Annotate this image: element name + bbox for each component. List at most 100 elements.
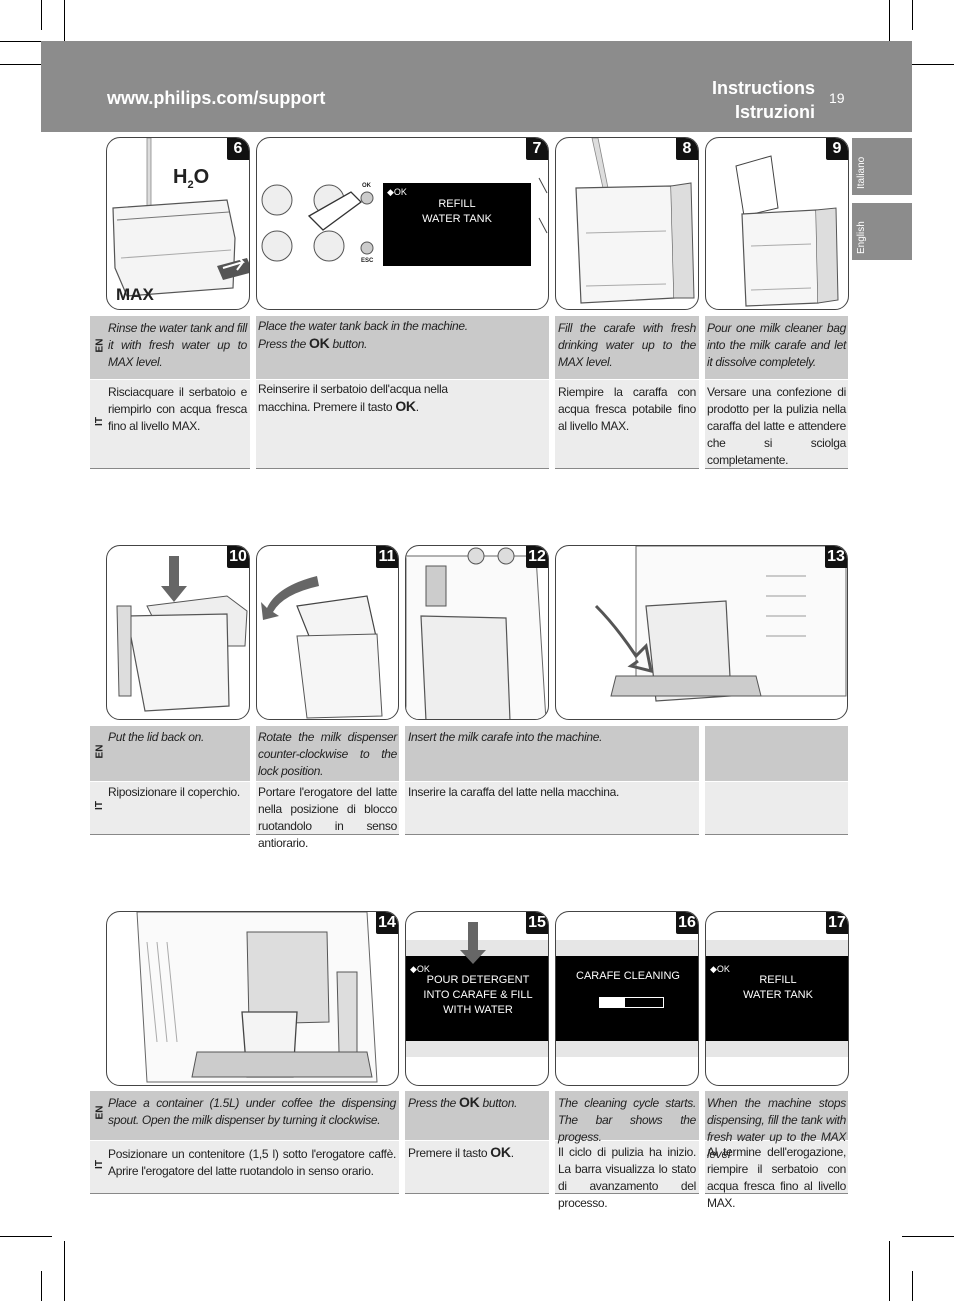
language-tab-italiano[interactable]: Italiano [852,138,912,195]
screen-line: WATER TANK [422,213,492,225]
step-6-illustration: H2O MAX 6 [106,137,250,310]
screen-bezel-bottom [706,1041,848,1057]
step-number: 15 [526,912,548,934]
instruction-it-10: Riposizionare il coperchio. [108,785,240,799]
instruction-text: . [415,400,419,414]
instruction-text: . [510,1146,514,1160]
crop-mark [912,0,913,30]
step-number: 11 [376,546,398,568]
it-band [555,380,699,469]
language-tab-label: Italiano [856,156,867,189]
title-it: Istruzioni [735,102,815,122]
lang-label-it: IT [93,417,105,426]
crop-mark [41,0,42,30]
step-10-illustration: 10 [106,545,250,720]
it-band [705,1141,848,1194]
en-band: EN [90,1091,399,1140]
crop-mark [902,64,954,65]
instruction-it-15: Premere il tasto OK. [408,1144,546,1162]
ok-button-label: OK [362,183,371,189]
esc-button-label: ESC [361,258,374,264]
en-band [256,726,399,781]
crop-mark [0,1236,52,1237]
step-number: 16 [676,912,698,934]
step-13-illustration: 13 [555,545,848,720]
instruction-en-14: Place a container (1.5L) under coffee th… [108,1096,396,1127]
it-band [555,1141,699,1194]
instruction-it-8: Riempire la caraffa con acqua fresca pot… [558,385,696,433]
display-screen: ◆OK POUR DETERGENT INTO CARAFE & FILL WI… [406,956,548,1041]
screen-line: WITH WATER [443,1004,513,1016]
step-9-illustration: 9 [705,137,849,310]
crop-mark [0,64,52,65]
it-band [705,782,848,835]
it-band [405,782,699,835]
page-number: 19 [829,90,845,106]
instruction-it-14: Posizionare un contenitore (1,5 l) sotto… [108,1147,396,1178]
screen-line: CARAFE CLEANING [576,970,680,982]
container-under-spout-drawing [136,912,378,1083]
screen-bezel-bottom [556,1041,698,1057]
down-arrow-icon [460,922,486,964]
language-tab-english[interactable]: English [852,203,912,260]
en-band: EN [90,726,250,781]
crop-mark [64,0,65,60]
lang-label-it: IT [93,801,105,810]
water-tank-drawing [112,138,249,297]
step-16-illustration: CARAFE CLEANING 16 [555,911,699,1086]
display-screen: ◆OK REFILL WATER TANK [706,956,848,1041]
screen-ok-indicator: ◆OK [387,187,407,197]
en-band: EN [90,316,250,379]
screen-line: POUR DETERGENT [426,974,530,986]
progress-bar [599,997,664,1008]
step-14-illustration: 14 [106,911,399,1086]
screen-bezel-top [706,940,848,956]
instruction-it-17: Al termine dell'erogazione, riempire il … [707,1145,846,1210]
h2o-o: O [193,166,210,188]
instruction-en-11: Rotate the milk dispenser counter-clockw… [258,730,397,778]
crop-mark [41,1271,42,1301]
crop-mark [912,1271,913,1301]
ok-symbol: OK [395,398,416,414]
step-17-illustration: ◆OK REFILL WATER TANK 17 [705,911,849,1086]
en-band [405,1091,549,1140]
instruction-it-7: Reinserire il serbatoio dell'acqua nella… [258,381,498,416]
instruction-it-16: Il ciclo di pulizia ha inizio. La barra … [558,1145,696,1210]
instruction-en-7: Place the water tank back in the machine… [258,318,488,353]
instruction-it-6: Risciacquare il serbatoio e riempirlo co… [108,385,247,433]
carafe-fill-drawing [575,138,695,304]
instruction-it-12: Inserire la caraffa del latte nella macc… [408,785,620,799]
en-band [405,726,699,781]
instruction-en-16: The cleaning cycle starts. The bar shows… [558,1096,696,1144]
step-number: 8 [676,138,698,160]
en-band [256,316,549,379]
it-band [256,782,399,835]
step-12-illustration: 12 [405,545,549,720]
en-band [705,726,848,781]
page-header: www.philips.com/support Instructions Ist… [41,41,912,132]
en-band [555,1091,699,1140]
step-number: 9 [826,138,848,160]
crop-mark [902,1236,954,1237]
step-number: 17 [826,912,848,934]
step-number: 14 [376,912,398,934]
progress-bar-fill [600,998,626,1007]
step-7-illustration: OK ESC ◆OK REFILL WATER TANK 7 [256,137,549,310]
crop-mark [64,1241,65,1301]
h2o-label: H2O [173,166,209,191]
it-band: IT [90,1141,399,1194]
language-tab-label: English [856,221,867,254]
screen-line: INTO CARAFE & FILL [423,989,533,1001]
instruction-text: Place the water tank back in the machine… [258,319,468,351]
instruction-text: Reinserire il serbatoio dell'acqua nella… [258,382,448,414]
lid-drawing [116,556,248,712]
instruction-text: button. [332,337,368,351]
max-label: MAX [116,285,154,304]
h2o-h: H [173,166,188,188]
support-url[interactable]: www.philips.com/support [107,88,326,108]
lang-label-en: EN [94,744,106,759]
step-number: 13 [825,546,847,568]
en-band [705,1091,848,1140]
it-band [405,1141,549,1194]
screen-line: REFILL [438,198,476,210]
